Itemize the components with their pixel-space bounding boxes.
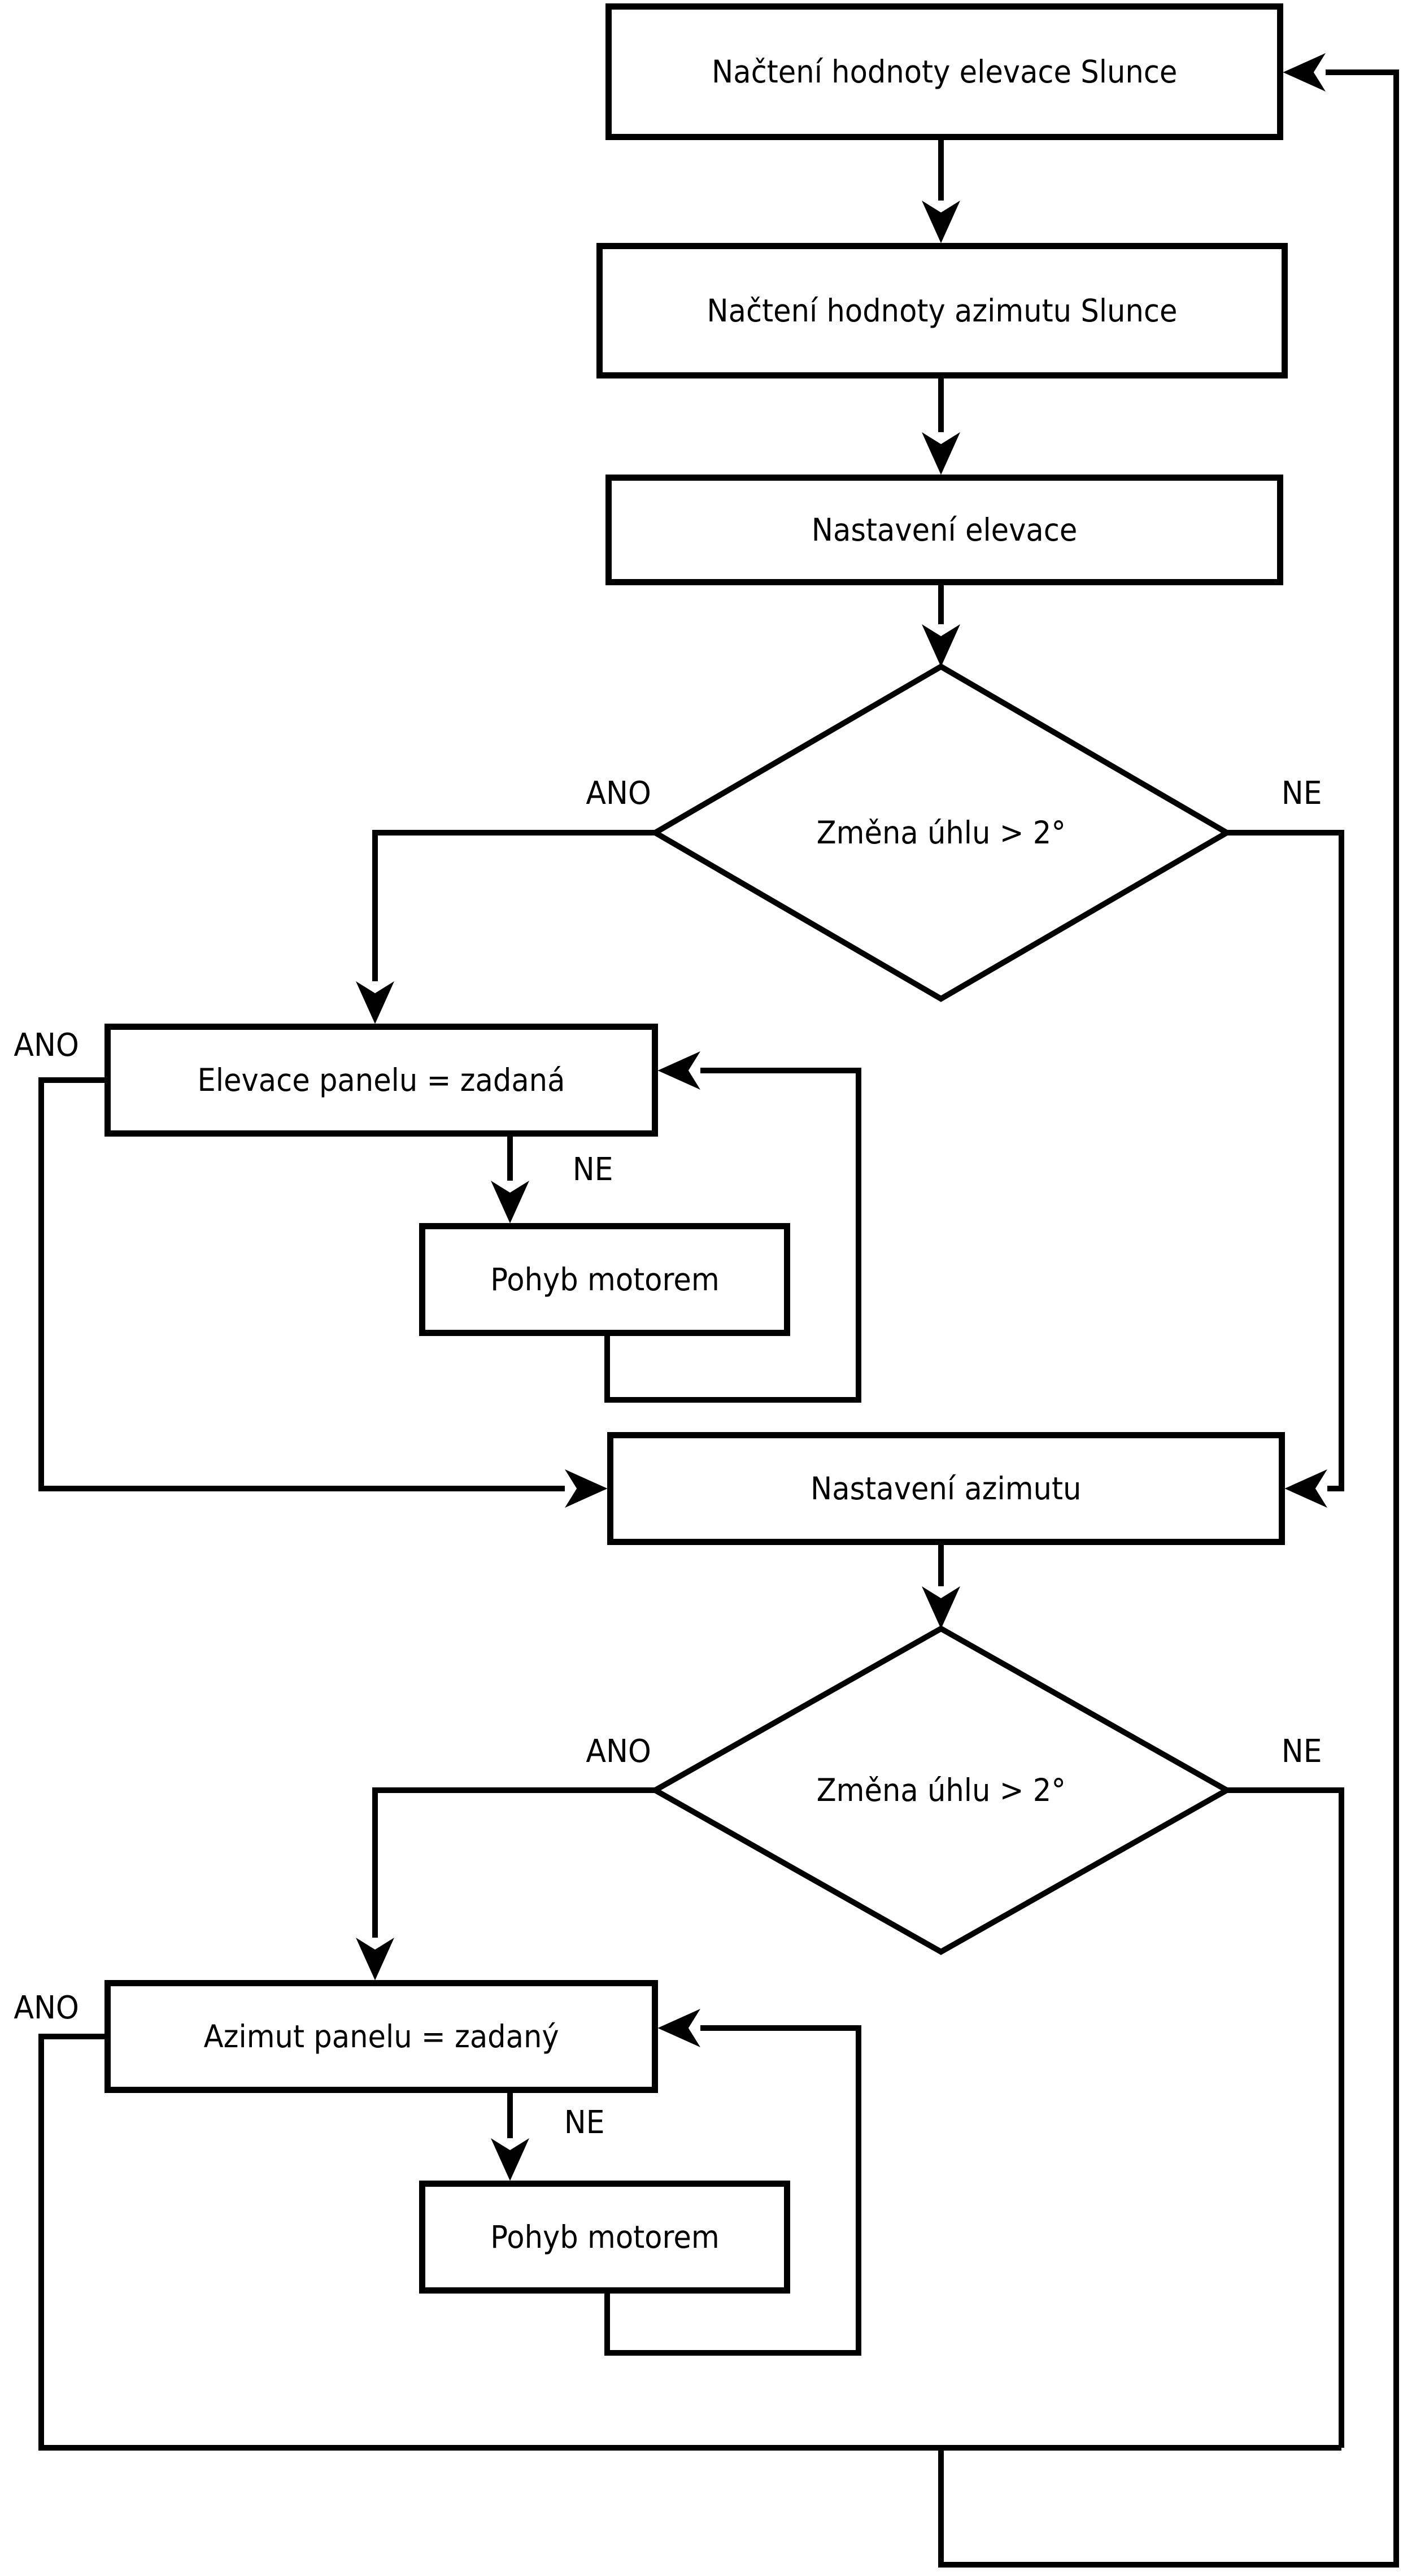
edge-azimuth-motor-loop [604, 2009, 861, 2356]
branch-label-azimuth-check-yes: ANO [14, 1989, 80, 2026]
node-azimuth-angle-decision-label: Změna úhlu > 2° [816, 1772, 1066, 1808]
branch-label-azimuth-decision-yes: ANO [586, 1733, 651, 1770]
branch-label-azimuth-check-no: NE [564, 2104, 605, 2141]
branch-label-elevation-check-yes: ANO [14, 1026, 80, 1064]
node-load-elevation-label: Načtení hodnoty elevace Slunce [711, 54, 1178, 90]
edge-elevation-motor-loop [604, 1051, 861, 1403]
node-elevation-angle-decision-shape [650, 663, 1232, 1002]
edge-azimuth-decision-no [1227, 1787, 1344, 2448]
node-elevation-motor-move-label: Pohyb motorem [490, 1261, 720, 1298]
node-load-azimuth: Načtení hodnoty azimutu Slunce [596, 243, 1288, 378]
edge-elevation-decision-yes [356, 830, 655, 1024]
branch-label-elevation-decision-yes: ANO [586, 774, 651, 812]
branch-label-elevation-decision-no: NE [1282, 774, 1322, 812]
node-azimuth-equals-target: Azimut panelu = zadaný [104, 1980, 658, 2093]
node-elevation-equals-target: Elevace panelu = zadaná [104, 1024, 658, 1137]
node-elevation-equals-target-label: Elevace panelu = zadaná [197, 1062, 565, 1098]
edge-azimuth-decision-yes [356, 1787, 655, 1981]
node-load-elevation: Načtení hodnoty elevace Slunce [605, 3, 1283, 140]
node-set-azimuth-label: Nastavení azimutu [811, 1470, 1082, 1507]
node-azimuth-motor-move: Pohyb motorem [419, 2181, 790, 2294]
node-set-elevation: Nastavení elevace [605, 475, 1283, 585]
node-load-azimuth-label: Načtení hodnoty azimutu Slunce [707, 293, 1178, 329]
node-set-azimuth: Nastavení azimutu [607, 1432, 1285, 1545]
node-azimuth-motor-move-label: Pohyb motorem [490, 2219, 720, 2255]
edge-elevation-check-yes [38, 1077, 608, 1508]
node-azimuth-angle-decision-shape [649, 1625, 1233, 1955]
node-azimuth-equals-target-label: Azimut panelu = zadaný [203, 2018, 559, 2055]
branch-label-elevation-check-no: NE [573, 1151, 613, 1188]
branch-label-azimuth-decision-no: NE [1282, 1733, 1322, 1770]
edge-azimuth-check-yes [38, 2034, 1341, 2451]
node-elevation-motor-move: Pohyb motorem [419, 1223, 790, 1336]
edge-return-to-start [938, 53, 1399, 2568]
node-elevation-angle-decision-label: Změna úhlu > 2° [816, 815, 1066, 851]
edge-elevation-decision-no [1227, 830, 1344, 1508]
node-set-elevation-label: Nastavení elevace [811, 512, 1078, 548]
